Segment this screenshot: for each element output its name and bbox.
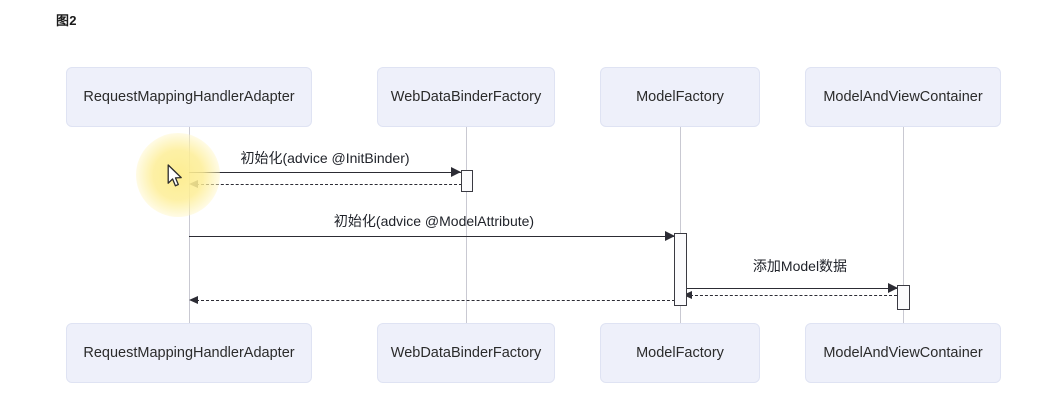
participant-footer-web-data-binder-factory[interactable]: WebDataBinderFactory (377, 323, 555, 383)
participant-header-model-and-view-container[interactable]: ModelAndViewContainer (805, 67, 1001, 127)
participant-footer-label-3: ModelAndViewContainer (823, 345, 983, 361)
lifeline-model-and-view-container (903, 127, 904, 323)
message-return-line-init-binder (196, 184, 462, 185)
activation-bar-model-and-view-container (897, 285, 910, 310)
message-call-line-add-model-data (687, 288, 898, 289)
message-label-model-attribute: 初始化(advice @ModelAttribute) (333, 213, 535, 229)
participant-header-label-0: RequestMappingHandlerAdapter (83, 89, 295, 105)
mouse-pointer-icon (167, 164, 185, 190)
message-label-init-binder: 初始化(advice @InitBinder) (240, 150, 410, 166)
participant-footer-request-mapping-handler-adapter[interactable]: RequestMappingHandlerAdapter (66, 323, 312, 383)
message-return-arrowhead-add-model-data (683, 291, 692, 299)
participant-header-web-data-binder-factory[interactable]: WebDataBinderFactory (377, 67, 555, 127)
lifeline-request-mapping-handler-adapter (189, 127, 190, 323)
participant-header-request-mapping-handler-adapter[interactable]: RequestMappingHandlerAdapter (66, 67, 312, 127)
participant-header-label-2: ModelFactory (636, 89, 724, 105)
participant-footer-model-factory[interactable]: ModelFactory (600, 323, 760, 383)
participant-header-label-3: ModelAndViewContainer (823, 89, 983, 105)
message-call-arrowhead-model-attribute (665, 231, 675, 241)
participant-footer-label-1: WebDataBinderFactory (390, 345, 542, 361)
cursor-highlight-glow (136, 133, 220, 217)
participant-header-label-1: WebDataBinderFactory (390, 89, 542, 105)
message-label-add-model-data: 添加Model数据 (752, 258, 848, 274)
participant-footer-label-0: RequestMappingHandlerAdapter (83, 345, 295, 361)
participant-footer-label-2: ModelFactory (636, 345, 724, 361)
message-call-line-model-attribute (189, 236, 675, 237)
figure-title: 图2 (56, 13, 77, 28)
message-call-arrowhead-init-binder (451, 167, 461, 177)
message-return-line-model-attribute (196, 300, 675, 301)
message-return-arrowhead-init-binder (189, 180, 198, 188)
message-return-line-add-model-data (690, 295, 897, 296)
lifeline-web-data-binder-factory (466, 127, 467, 323)
message-call-arrowhead-add-model-data (888, 283, 898, 293)
message-return-arrowhead-model-attribute (189, 296, 198, 304)
activation-bar-web-data-binder-factory (461, 170, 473, 192)
participant-footer-model-and-view-container[interactable]: ModelAndViewContainer (805, 323, 1001, 383)
participant-header-model-factory[interactable]: ModelFactory (600, 67, 760, 127)
activation-bar-model-factory (674, 233, 687, 306)
message-call-line-init-binder (189, 172, 461, 173)
lifeline-model-factory (680, 127, 681, 323)
